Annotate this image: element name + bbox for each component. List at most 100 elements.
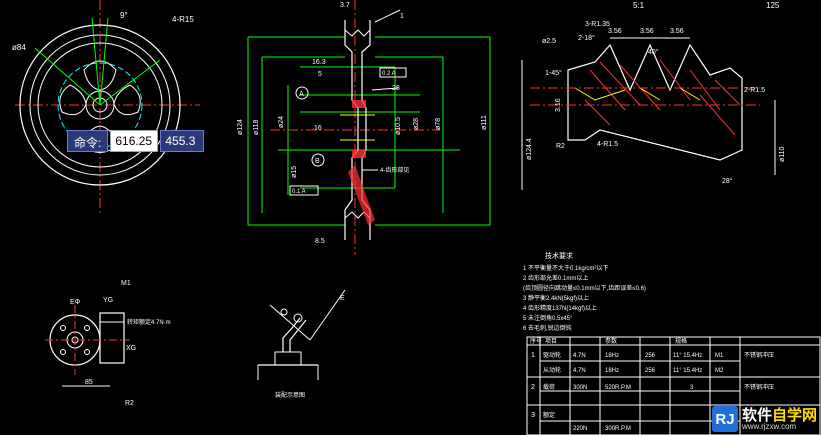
dim-85: 85: [85, 379, 93, 386]
detail-scale: 5:1: [633, 1, 645, 10]
note-line: 2 齿形部允差0.1mm以上: [523, 274, 588, 282]
radius-2-r1-5: 2-R1.5: [744, 87, 765, 94]
note-line: 5 未注倒角0.5x45°: [523, 314, 573, 322]
table-cell: 4.7N: [573, 368, 586, 374]
table-cell: 3: [690, 385, 694, 391]
dim-3-56-a: 3.56: [608, 28, 622, 35]
tolerance-box-1: 0.2 A: [382, 71, 396, 77]
section-view: 3.7 1 16.3 5 0.2 A 28 A B ø124 ø118 ø24 …: [237, 0, 491, 255]
brand-logo-icon: RJ: [711, 406, 738, 432]
label-m1: M1: [121, 280, 131, 287]
dim-16-3: 16.3: [312, 59, 326, 66]
table-cell: 18Hz: [605, 353, 619, 359]
technical-notes: 技术要求 1 不平衡量不大于0.1kg/cm²以下 2 齿形部允差0.1mm以上…: [523, 251, 646, 332]
part-number: 1: [400, 13, 404, 20]
table-cell: 从动轮: [543, 366, 561, 374]
table-cell: 300R.P.M: [605, 426, 631, 432]
dim-5: 5: [318, 71, 322, 78]
dim-dia-24: ø24: [278, 116, 285, 128]
dim-dia-28: ø28: [413, 118, 420, 130]
watermark: RJ 软件自学网 www.rjzxw.com: [711, 406, 817, 432]
tolerance-box-2: 0.1 A: [292, 189, 306, 195]
table-cell: 载荷: [543, 383, 555, 391]
wheel-angle-label: 9°: [120, 11, 128, 20]
dim-3-56-c: 3.56: [670, 28, 684, 35]
label-e: E: [340, 295, 345, 302]
dim-2-5: ø2.5: [542, 38, 556, 45]
table-cell: 驱动轮: [543, 351, 561, 359]
table-cell: 256: [645, 368, 656, 374]
table-cell: 520R.P.M: [605, 385, 631, 391]
dim-dia-78: ø78: [435, 118, 442, 130]
table-cell: 1: [531, 352, 535, 359]
dim-dia-10-5: ø10.5: [395, 117, 402, 135]
table-cell: 额定: [543, 411, 555, 419]
dim-dia-118: ø118: [253, 119, 260, 135]
radius-4-r1-5: 4-R1.5: [597, 141, 618, 148]
table-cell: 18Hz: [605, 368, 619, 374]
dim-3-56-b: 3.56: [640, 28, 654, 35]
motor-spec: 转矩额定4.7N·m: [127, 318, 171, 326]
note-line: 3 静平衡2.4kN(5kgf)以上: [523, 294, 589, 302]
command-label: 命令:: [67, 130, 109, 152]
table-cell: M1: [715, 353, 724, 359]
table-cell: 11° 15.4Hz: [673, 368, 702, 374]
radius-1-35: 3-R1.35: [585, 21, 610, 28]
table-header: 序号: [530, 337, 542, 345]
table-header: 项目: [545, 338, 557, 345]
coordinate-y-input[interactable]: 455.3: [160, 130, 205, 152]
table-cell: 不锈钢冲压: [744, 383, 774, 391]
radius-r2: R2: [556, 143, 565, 150]
dim-dia-124: ø124: [237, 119, 244, 135]
datum-b: B: [315, 158, 320, 165]
command-prompt[interactable]: 命令: 616.25 455.3: [67, 130, 205, 152]
label-xg: XG: [126, 345, 136, 352]
dim-dia-111: ø111: [481, 115, 488, 130]
note-line: 1 不平衡量不大于0.1kg/cm²以下: [523, 264, 608, 272]
chamfer-1-45: 1-45°: [545, 69, 562, 77]
brand-name-part2: 自学网: [771, 406, 817, 424]
table-header: 参数: [605, 337, 617, 345]
table-cell: 220N: [573, 426, 587, 432]
note-line: 4 齿形精度137N(14kgf)以上: [523, 304, 597, 312]
note-line: (齿顶圆径向跳动量≤0.1mm以下,齿距误差≤0.6): [523, 284, 646, 292]
spec-table: 序号 项目 参数 规格 1 驱动轮 4.7N 18Hz 256 11° 15.4…: [526, 336, 821, 435]
label-r2: R2: [125, 400, 134, 407]
wheel-front-view: 9° 4-R15 ø84: [12, 0, 200, 215]
dim-28: 28: [392, 85, 400, 92]
arm-view: E 装配示意图: [257, 289, 346, 399]
table-cell: 256: [645, 353, 656, 359]
dim-3-16: 3.16: [555, 98, 562, 112]
coordinate-x-input[interactable]: 616.25: [110, 130, 159, 152]
notes-title: 技术要求: [545, 251, 573, 260]
angle-125: 125: [766, 1, 780, 10]
dim-16: 16: [314, 125, 322, 132]
angle-28: 28°: [722, 177, 733, 185]
table-cell: 不锈钢冲压: [744, 351, 774, 359]
table-cell: M2: [715, 368, 724, 374]
datum-a: A: [299, 91, 304, 98]
arm-caption: 装配示意图: [275, 391, 305, 399]
brand-name-part1: 软件: [741, 406, 772, 424]
tooth-detail-view: 5:1 125 3-R1.35 ø2.5 2-18° 3.56 3.56 3.5…: [521, 1, 786, 190]
table-header: 规格: [675, 337, 687, 345]
dim-dia-124-4: ø124.4: [526, 138, 533, 160]
brand-name: 软件自学网: [742, 408, 817, 423]
table-cell: 300N: [573, 385, 587, 391]
table-cell: 2: [531, 384, 535, 391]
label-ea: EΦ: [70, 299, 81, 306]
table-cell: 4.7N: [573, 353, 586, 359]
dim-8-5: 8.5: [315, 238, 325, 245]
dim-top: 3.7: [340, 2, 350, 9]
dim-2-18: 2-18°: [578, 34, 595, 42]
tooth-note: 4-齿形部见: [380, 166, 409, 174]
brand-url: www.rjzxw.com: [741, 421, 797, 431]
table-cell: 11° 15.4Hz: [673, 353, 702, 359]
wheel-diameter-label: ø84: [12, 43, 26, 52]
dim-dia-110: ø110: [779, 146, 786, 162]
wheel-radius-label: 4-R15: [172, 15, 194, 24]
dim-dia-15: ø15: [291, 166, 298, 178]
table-cell: 3: [531, 412, 535, 419]
motor-view: M1 YG EΦ 转矩额定4.7N·m XG 85 R2: [45, 280, 171, 407]
